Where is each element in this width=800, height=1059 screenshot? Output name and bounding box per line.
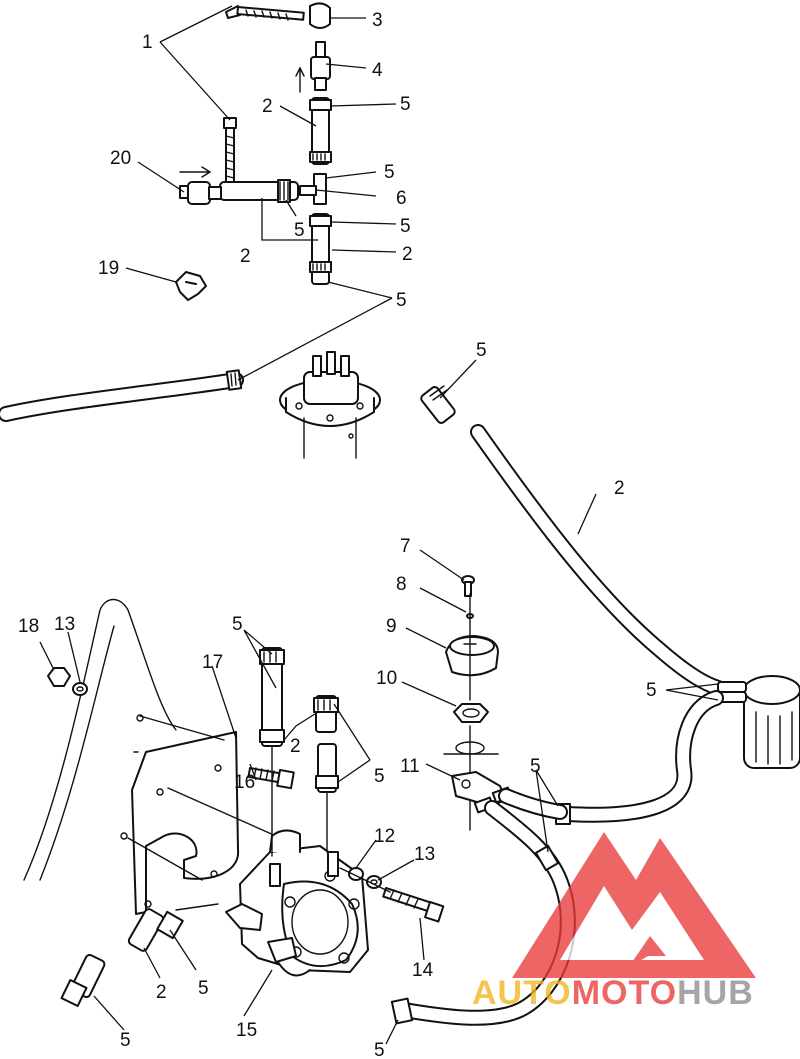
logo-letter-g [628,936,666,968]
fuel-tank-sender [279,351,381,459]
nut-18 [47,667,71,687]
vent-hose-lower [309,213,332,285]
washer-13b [366,875,382,889]
callout-2: 2 [156,982,167,1003]
vent-hose-upper [309,97,332,165]
watermark-auto: AUTO [472,974,572,1012]
watermark-text: AUTOMOTOHUB [472,974,754,1012]
callout-3: 3 [372,10,383,31]
engine-outline [23,598,177,881]
primer-parts [443,575,513,831]
callout-2: 2 [262,96,273,117]
pump-hose-right [313,695,339,853]
callout-14: 14 [412,960,434,981]
knob [445,635,499,677]
hose-fitting-top [420,385,456,424]
logo-inner [560,886,704,960]
automotohub-logo [512,832,756,978]
check-valve [295,41,331,93]
washer-13a [72,682,88,696]
callout-5: 5 [374,766,385,787]
callout-2: 2 [290,736,301,757]
pump-area [23,598,445,1007]
tie-strap [225,5,305,21]
callout-5: 5 [294,220,305,241]
automotohub-watermark: AUTOMOTOHUB [472,832,756,1012]
callout-9: 9 [386,616,397,637]
primer-hose-right [498,788,568,820]
bolt-14 [382,887,445,923]
leader-lines [39,5,719,1045]
callout-6: 6 [396,188,407,209]
callout-5: 5 [384,162,395,183]
callout-15: 15 [236,1020,257,1041]
tie-strap [223,117,237,183]
fuel-hose-main [470,424,726,696]
callout-12: 12 [374,826,395,847]
callout-5: 5 [530,756,541,777]
vent-hose-long [0,369,244,422]
pump-bracket [131,731,240,915]
vent-cap [309,2,331,29]
pump-hose-lower [60,903,219,1007]
pump-hose-left [259,647,285,857]
screw [461,575,475,597]
callout-5: 5 [232,614,243,635]
callout-10: 10 [376,668,397,689]
callout-18: 18 [18,616,39,637]
callout-8: 8 [396,574,407,595]
callout-13: 13 [54,614,75,635]
top-assembly [0,2,456,459]
tee-fitting [299,173,327,205]
callout-5: 5 [374,1040,385,1059]
watermark-moto: MOTO [572,974,677,1012]
callout-2: 2 [614,478,625,499]
callout-20: 20 [110,148,131,169]
callout-7: 7 [400,536,411,557]
callout-4: 4 [372,60,383,81]
callout-5: 5 [396,290,407,311]
callout-19: 19 [98,258,119,279]
fuel-filter [717,675,800,769]
watermark-hub: HUB [677,974,754,1012]
filter-outlet-hose [555,690,724,825]
callout-11: 11 [400,756,420,777]
callout-2: 2 [402,244,413,265]
callout-1: 1 [142,32,153,53]
callout-16: 16 [234,772,255,793]
center-mark [443,741,499,755]
callout-5: 5 [400,94,411,115]
callout-13: 13 [414,844,435,865]
hose-clip [175,271,207,301]
callout-5: 5 [400,216,411,237]
bolt-16 [247,767,295,790]
callout-2: 2 [240,246,251,267]
callout-5: 5 [646,680,657,701]
nut [453,703,489,723]
rollover-valve [179,181,222,205]
callout-5: 5 [120,1030,131,1051]
callout-5: 5 [198,978,209,999]
callout-numbers: 1 3 4 2 5 20 5 6 5 5 2 2 19 5 5 2 7 8 9 … [18,10,657,1059]
callout-5: 5 [476,340,487,361]
fuel-pump [225,829,369,977]
callout-17: 17 [202,652,223,673]
